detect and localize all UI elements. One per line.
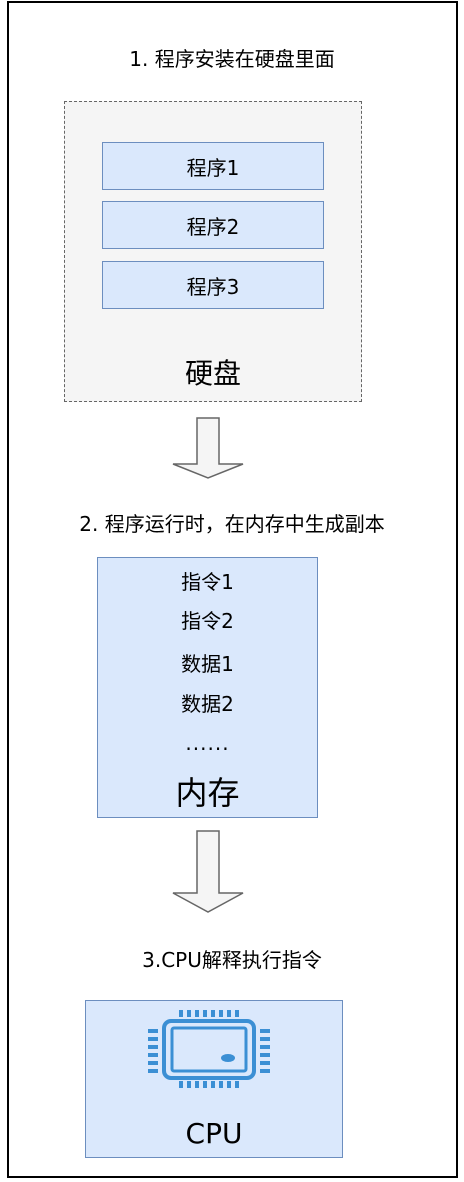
program-2-box: 程序2 bbox=[102, 201, 324, 249]
memory-item-ellipsis: ...... bbox=[185, 731, 230, 755]
memory-item-instruction-2: 指令2 bbox=[181, 609, 234, 633]
memory-container bbox=[97, 557, 318, 818]
down-arrow-2 bbox=[172, 830, 244, 913]
program-3-box: 程序3 bbox=[102, 261, 324, 309]
hard-disk-label: 硬盘 bbox=[184, 357, 241, 390]
outer-frame bbox=[7, 1, 458, 1178]
memory-item-data-2: 数据2 bbox=[181, 692, 234, 716]
cpu-label: CPU bbox=[185, 1117, 243, 1150]
memory-item-data-1: 数据1 bbox=[181, 652, 234, 676]
step-1-caption: 1. 程序安装在硬盘里面 bbox=[129, 47, 335, 71]
program-1-box: 程序1 bbox=[102, 142, 324, 190]
memory-item-instruction-1: 指令1 bbox=[181, 570, 234, 594]
step-3-caption: 3.CPU解释执行指令 bbox=[142, 948, 322, 972]
memory-label: 内存 bbox=[175, 774, 240, 812]
step-2-caption: 2. 程序运行时，在内存中生成副本 bbox=[79, 512, 385, 536]
down-arrow-1 bbox=[172, 417, 244, 479]
cpu-chip-icon bbox=[148, 1010, 270, 1088]
